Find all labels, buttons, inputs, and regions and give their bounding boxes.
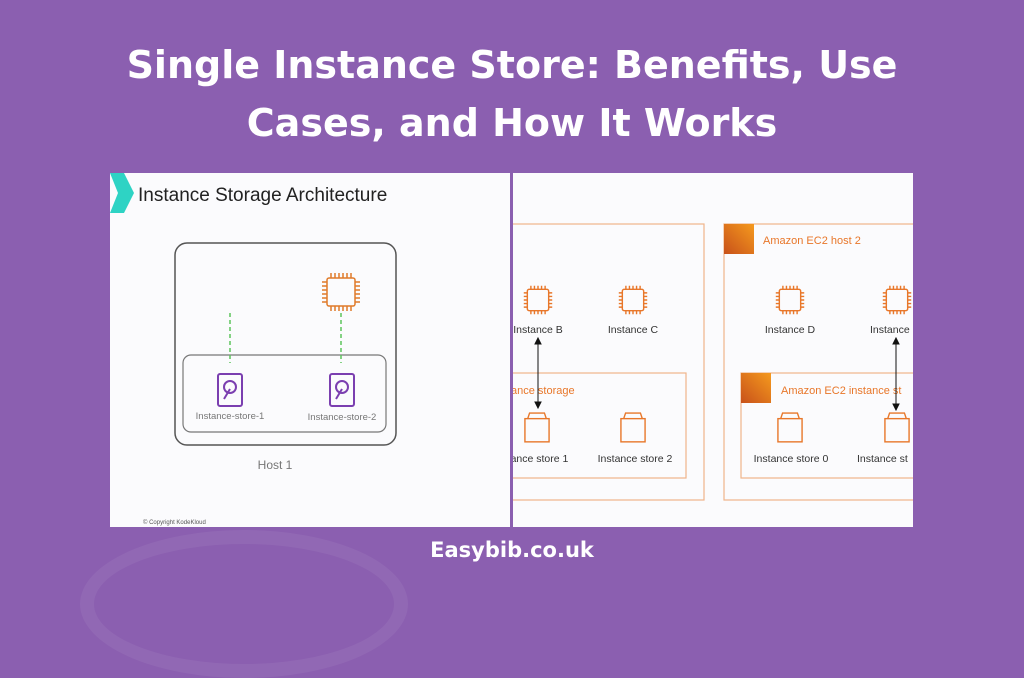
instance-store-icon — [777, 412, 803, 443]
ec2-instance-store-diagram: ance storage Instance B Instance C tance… — [513, 173, 913, 527]
ec2-host-icon — [724, 224, 754, 254]
copyright: © Copyright KodeKloud — [143, 519, 206, 526]
cpu-icon — [523, 285, 553, 315]
disk-icon — [329, 373, 355, 407]
store-label: Instance store 2 — [598, 453, 673, 465]
host-2-label: Amazon EC2 host 2 — [763, 235, 861, 247]
site-name: Easybib.co.uk — [430, 538, 594, 562]
instance-store-icon — [524, 412, 550, 443]
instance-storage-architecture-diagram: Instance Storage Architecture Instance-s… — [110, 173, 510, 527]
cpu-icon — [882, 285, 912, 315]
diagram-heading: Instance Storage Architecture — [138, 185, 387, 206]
host-label: Host 1 — [258, 458, 293, 472]
cpu-icon — [322, 273, 360, 311]
double-arrow — [892, 336, 900, 412]
instance-label: Instance B — [513, 324, 563, 336]
instance-label: Instance — [870, 324, 910, 336]
store-label: Instance st — [857, 453, 908, 465]
instance-storage-box — [513, 372, 687, 479]
host-1-box — [513, 223, 705, 501]
page-title: Single Instance Store: Benefits, Use Cas… — [0, 36, 1024, 152]
cpu-icon — [775, 285, 805, 315]
kodekloud-logo-icon — [110, 173, 134, 213]
instance-store-icon — [620, 412, 646, 443]
title-line-2: Cases, and How It Works — [246, 101, 778, 145]
cpu-icon — [618, 285, 648, 315]
storage-2-label: Amazon EC2 instance st — [781, 385, 901, 397]
instance-store-icon — [884, 412, 910, 443]
disk-icon — [217, 373, 243, 407]
storage-label: ance storage — [513, 385, 575, 397]
host-box — [174, 242, 397, 446]
store-label: Instance-store-2 — [308, 412, 377, 423]
instance-storage-box-2 — [740, 372, 913, 479]
instance-label: Instance D — [765, 324, 816, 336]
store-label: tance store 1 — [513, 453, 569, 465]
host-2-box — [723, 223, 913, 501]
storage-box — [182, 354, 387, 433]
ec2-instance-store-icon — [741, 373, 771, 403]
title-line-1: Single Instance Store: Benefits, Use — [126, 43, 898, 87]
store-label: Instance store 0 — [754, 453, 829, 465]
double-arrow — [534, 336, 542, 410]
store-label: Instance-store-1 — [196, 411, 265, 422]
instance-label: Instance C — [608, 324, 659, 336]
